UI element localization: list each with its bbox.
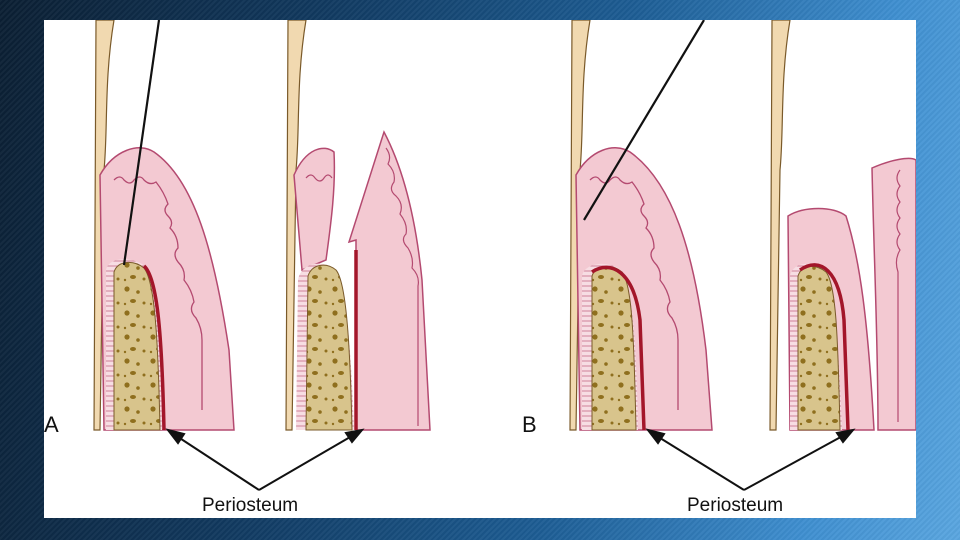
figure-panel: A B Periosteum Periosteum [44, 20, 916, 518]
panel-a-periosteum-label: Periosteum [202, 495, 298, 517]
panel-a-reflected-flap [349, 132, 430, 430]
panel-b-periosteum-arrows [648, 430, 853, 490]
panel-b-periosteum-label: Periosteum [687, 495, 783, 517]
panel-b-letter: B [522, 412, 537, 438]
panel-a-periosteum-arrows [168, 430, 362, 490]
periosteum-flap-illustration [44, 20, 916, 518]
panel-a-right-bone [296, 264, 354, 430]
panel-b-right-tooth [770, 20, 790, 430]
panel-a-letter: A [44, 412, 59, 438]
panel-a-right-gingiva-stump [294, 148, 334, 270]
panel-b-reflected-flap [872, 158, 916, 430]
